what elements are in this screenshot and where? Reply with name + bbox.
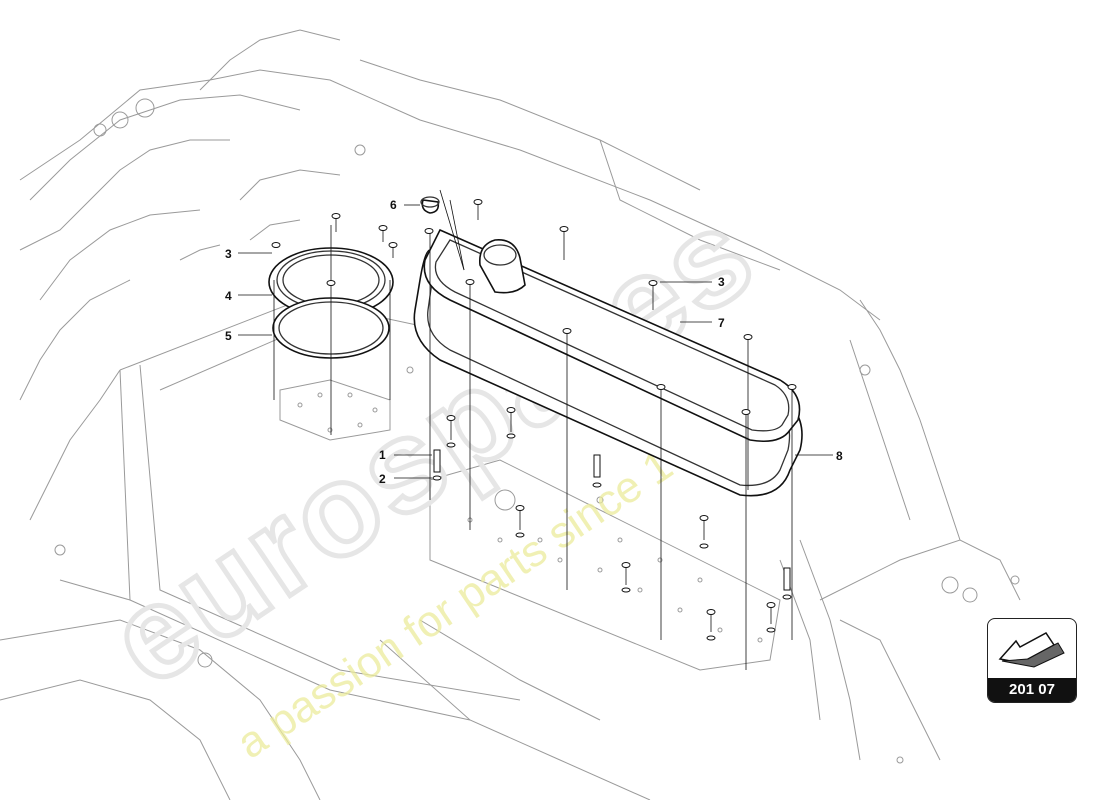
screw-icon	[424, 228, 434, 234]
screw-icon	[562, 328, 572, 334]
callout-labels: 1 2 3 4 5 6 3 7 8	[225, 198, 843, 486]
page-reference-number: 201 07	[988, 678, 1076, 702]
callout-leaders	[238, 204, 833, 479]
screw-icon	[432, 449, 442, 481]
screw-icon	[741, 409, 751, 415]
callout-7: 7	[718, 316, 725, 330]
callout-2: 2	[379, 472, 386, 486]
screw-icon	[656, 384, 666, 390]
screw-icon	[515, 505, 525, 538]
screw-icon	[388, 242, 398, 258]
direction-arrow-icon	[998, 632, 1065, 668]
screw-icon	[648, 280, 658, 286]
screw-icon	[621, 562, 631, 593]
screw-icon	[271, 242, 281, 248]
oval-cover-assembly	[413, 196, 803, 497]
page-reference-badge: 201 07	[987, 618, 1077, 703]
screw-icon	[782, 567, 792, 600]
screw-icon	[787, 384, 797, 390]
screw-icon	[506, 407, 516, 439]
screw-icon	[326, 280, 336, 286]
screws	[271, 199, 797, 641]
screw-icon	[706, 609, 716, 641]
screw-icon	[699, 515, 709, 549]
screw-icon	[766, 602, 776, 633]
screw-icon	[559, 226, 569, 232]
screw-icon	[446, 415, 456, 448]
callout-1: 1	[379, 448, 386, 462]
tank-panel	[279, 379, 781, 671]
screw-leaders	[429, 189, 793, 670]
callout-4: 4	[225, 289, 232, 303]
screw-icon	[592, 454, 602, 488]
filler-neck	[478, 239, 526, 294]
vehicle-structure	[0, 29, 1021, 800]
callout-3-right: 3	[718, 275, 725, 289]
screw-icon	[378, 225, 388, 242]
screw-icon	[473, 199, 483, 205]
callout-3: 3	[225, 247, 232, 261]
callout-8: 8	[836, 449, 843, 463]
callout-5: 5	[225, 329, 232, 343]
screw-icon	[465, 279, 475, 285]
callout-6: 6	[390, 198, 397, 212]
screw-icon	[331, 213, 341, 232]
screw-icon	[743, 334, 753, 340]
